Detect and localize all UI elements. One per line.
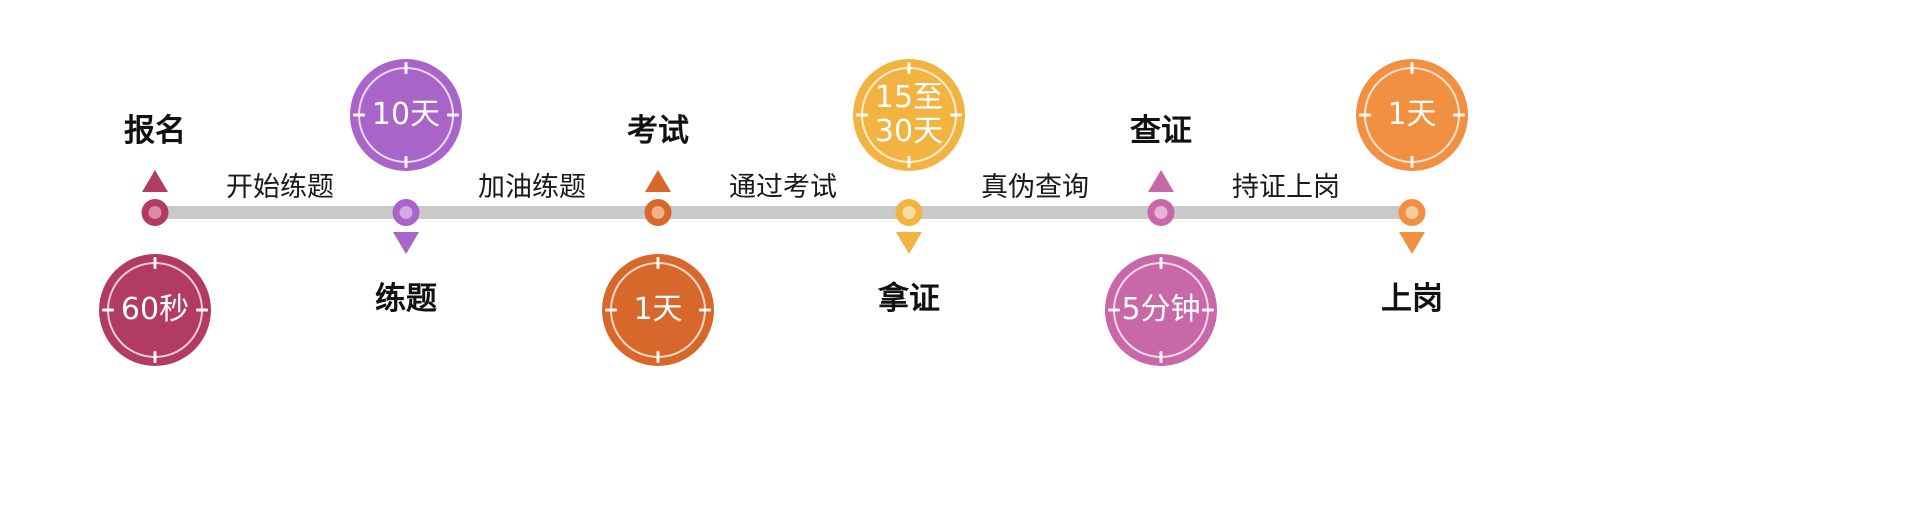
clock-badge: 60秒 [99, 254, 211, 366]
clock-tick-icon [1410, 62, 1414, 74]
duration-text: 1天 [633, 291, 683, 327]
arrow-down-icon [896, 232, 922, 254]
clock-tick-icon [196, 308, 208, 312]
clock-tick-icon [907, 156, 911, 168]
duration-text: 1天 [1387, 96, 1437, 132]
clock-tick-icon [1159, 351, 1163, 363]
timeline-dot [1398, 199, 1426, 226]
clock-tick-icon [1410, 156, 1414, 168]
segment-label-pass-exam: 通过考试 [729, 172, 837, 203]
timeline-dot [392, 199, 420, 226]
clock-tick-icon [447, 113, 459, 117]
step-label: 练题 [375, 281, 437, 317]
clock-tick-icon [656, 257, 660, 269]
step-label: 上岗 [1381, 281, 1443, 317]
timeline-dot [644, 199, 672, 226]
step-label: 拿证 [878, 281, 940, 317]
clock-tick-icon [404, 62, 408, 74]
step-label: 查证 [1130, 113, 1192, 149]
clock-tick-icon [656, 351, 660, 363]
arrow-up-icon [645, 170, 671, 192]
clock-tick-icon [699, 308, 711, 312]
arrow-down-icon [1399, 232, 1425, 254]
clock-tick-icon [605, 308, 617, 312]
timeline-dot [141, 199, 169, 226]
duration-text: 60秒 [120, 291, 190, 327]
arrow-up-icon [1148, 170, 1174, 192]
clock-tick-icon [404, 156, 408, 168]
clock-tick-icon [102, 308, 114, 312]
step-label: 报名 [124, 113, 186, 149]
clock-tick-icon [353, 113, 365, 117]
arrow-down-icon [393, 232, 419, 254]
clock-tick-icon [1159, 257, 1163, 269]
clock-badge: 5分钟 [1105, 254, 1217, 366]
timeline-dot [1147, 199, 1175, 226]
clock-badge: 15至 30天 [853, 59, 965, 171]
clock-tick-icon [1202, 308, 1214, 312]
clock-tick-icon [153, 351, 157, 363]
arrow-up-icon [142, 170, 168, 192]
timeline-dot [895, 199, 923, 226]
segment-label-work-with-cert: 持证上岗 [1232, 172, 1340, 203]
clock-badge: 10天 [350, 59, 462, 171]
clock-tick-icon [153, 257, 157, 269]
clock-badge: 1天 [1356, 59, 1468, 171]
step-label: 考试 [627, 113, 689, 149]
segment-label-keep-practice: 加油练题 [478, 172, 586, 203]
clock-tick-icon [907, 62, 911, 74]
duration-text: 15至 30天 [874, 79, 944, 149]
clock-tick-icon [950, 113, 962, 117]
timeline-bar [147, 206, 1421, 219]
clock-tick-icon [1453, 113, 1465, 117]
duration-text: 10天 [371, 96, 441, 132]
clock-tick-icon [1359, 113, 1371, 117]
segment-label-start-practice: 开始练题 [226, 172, 334, 203]
duration-text: 5分钟 [1121, 291, 1201, 327]
clock-tick-icon [856, 113, 868, 117]
clock-badge: 1天 [602, 254, 714, 366]
segment-label-verify-query: 真伪查询 [981, 172, 1089, 203]
clock-tick-icon [1108, 308, 1120, 312]
